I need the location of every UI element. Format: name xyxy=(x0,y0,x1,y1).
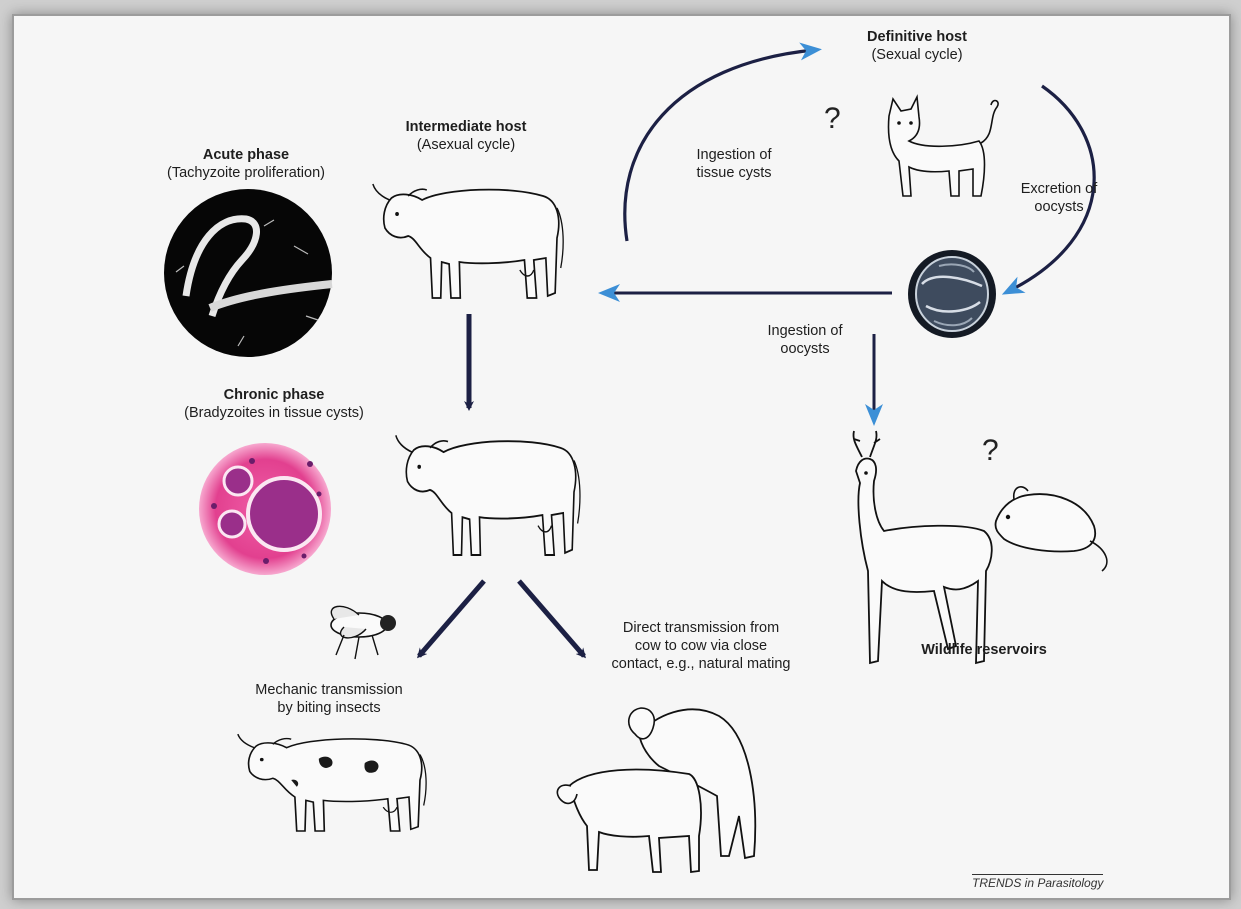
acute-phase-subtitle: (Tachyzoite proliferation) xyxy=(166,164,326,182)
ingestion-oocysts-label: Ingestion of oocysts xyxy=(750,322,860,358)
definitive-host-subtitle: (Sexual cycle) xyxy=(842,46,992,64)
direct-transmission-label: Direct transmission from cow to cow via … xyxy=(591,619,811,673)
cow-icon xyxy=(396,435,580,555)
tissue-cyst-micrograph xyxy=(199,443,331,575)
source-credit: TRENDS in Parasitology xyxy=(972,874,1103,890)
excretion-line2: oocysts xyxy=(1009,198,1109,216)
intermediate-host-subtitle: (Asexual cycle) xyxy=(386,136,546,154)
oocyst-micrograph xyxy=(908,250,996,338)
deer-icon xyxy=(853,431,991,663)
mechanic-line2: by biting insects xyxy=(239,699,419,717)
intermediate-host-title: Intermediate host xyxy=(386,118,546,136)
ingestion-cysts-line2: tissue cysts xyxy=(669,164,799,182)
arrow-to-direct xyxy=(519,581,584,656)
direct-line1: Direct transmission from xyxy=(591,619,811,637)
mechanic-transmission-label: Mechanic transmission by biting insects xyxy=(239,681,419,717)
wildlife-reservoirs-text: Wildlife reservoirs xyxy=(904,641,1064,659)
chronic-phase-subtitle: (Bradyzoites in tissue cysts) xyxy=(169,404,379,422)
chronic-phase-title: Chronic phase xyxy=(169,386,379,404)
cow-icon xyxy=(373,184,563,298)
excretion-line1: Excretion of xyxy=(1009,180,1109,198)
fly-icon xyxy=(331,606,396,659)
ingestion-cysts-label: Ingestion of tissue cysts xyxy=(669,146,799,182)
arrow-to-mechanic xyxy=(419,581,484,656)
definitive-host-label: Definitive host (Sexual cycle) xyxy=(842,28,992,64)
question-mark-cat: ? xyxy=(824,102,841,136)
acute-phase-label: Acute phase (Tachyzoite proliferation) xyxy=(166,146,326,182)
definitive-host-title: Definitive host xyxy=(842,28,992,46)
ingestion-cysts-line1: Ingestion of xyxy=(669,146,799,164)
ingestion-oocysts-line2: oocysts xyxy=(750,340,860,358)
ingestion-oocysts-line1: Ingestion of xyxy=(750,322,860,340)
question-mark-wildlife: ? xyxy=(982,434,999,468)
direct-line3: contact, e.g., natural mating xyxy=(591,655,811,673)
excretion-label: Excretion of oocysts xyxy=(1009,180,1109,216)
diagram-frame: Acute phase (Tachyzoite proliferation) I… xyxy=(12,14,1231,900)
cow-icon xyxy=(238,734,426,831)
direct-line2: cow to cow via close xyxy=(591,637,811,655)
acute-phase-title: Acute phase xyxy=(166,146,326,164)
chronic-phase-label: Chronic phase (Bradyzoites in tissue cys… xyxy=(169,386,379,422)
intermediate-host-label: Intermediate host (Asexual cycle) xyxy=(386,118,546,154)
wildlife-reservoirs-label: Wildlife reservoirs xyxy=(904,641,1064,659)
mouse-icon xyxy=(995,487,1106,571)
mechanic-line1: Mechanic transmission xyxy=(239,681,419,699)
tachyzoite-micrograph xyxy=(164,189,332,357)
cat-icon xyxy=(888,97,998,196)
mating-cows-icon xyxy=(557,708,755,872)
